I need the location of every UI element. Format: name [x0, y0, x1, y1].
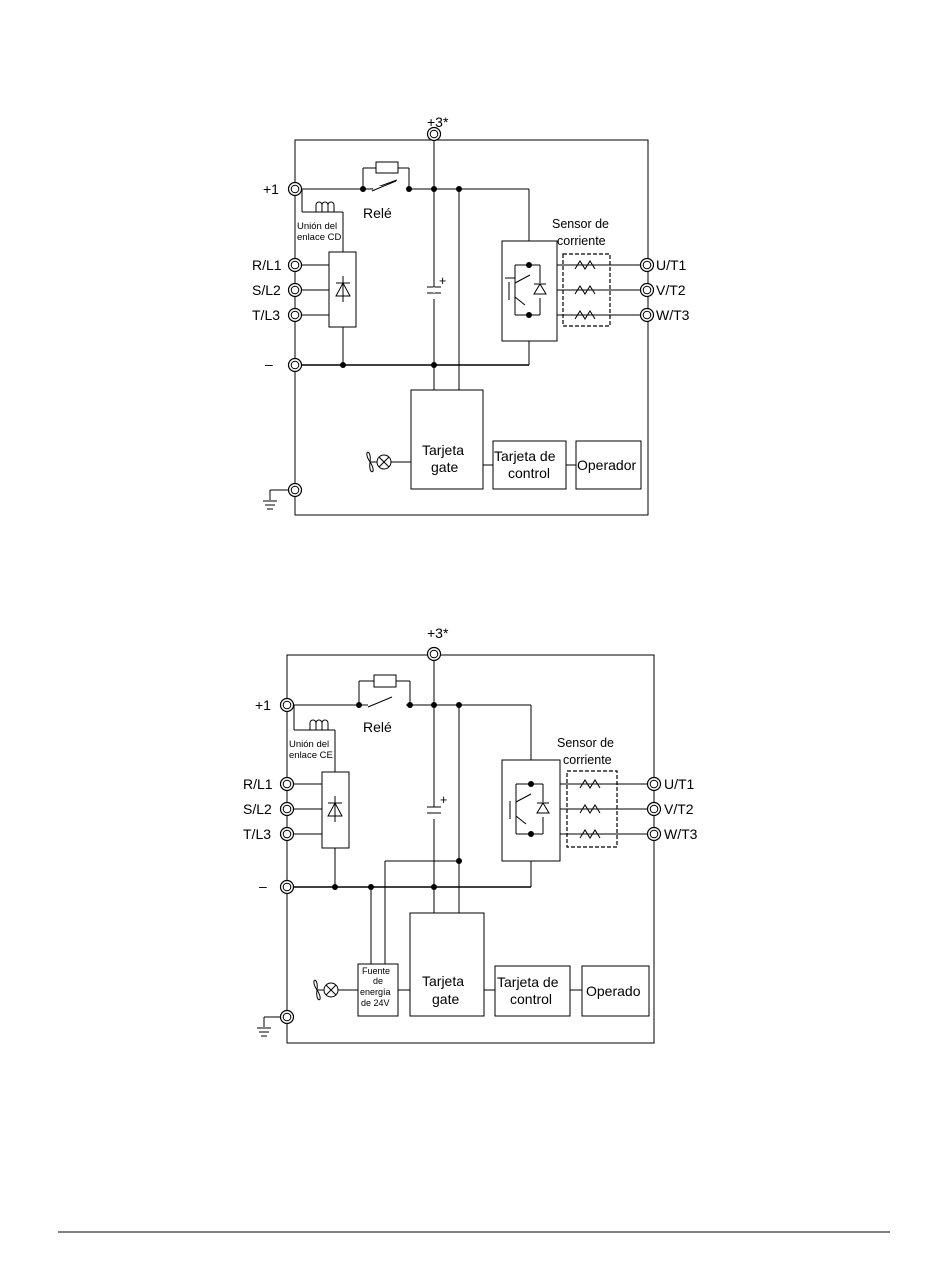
power-supply-label-3: energía: [360, 987, 391, 997]
rectifier: [329, 252, 356, 327]
terminal-plus3-label: +3*: [427, 114, 449, 130]
terminal-minus-label-2: –: [259, 878, 267, 894]
dc-link-label-2a: Unión del: [289, 739, 329, 750]
output-label-1: U/T1: [656, 257, 687, 273]
power-supply-label-1: Fuente: [362, 966, 390, 976]
output-label-2-3: W/T3: [664, 826, 698, 842]
diagram-2: +3*: [243, 625, 698, 1043]
output-label-2: V/T2: [656, 282, 686, 298]
gate-card-label-2: gate: [431, 459, 458, 475]
terminal-plus1-label-2: +1: [255, 697, 271, 713]
current-sensor-label-2: corriente: [557, 234, 606, 248]
capacitor-polarity-2: +: [440, 793, 447, 807]
relay-2: [359, 675, 410, 708]
terminal-input-2-1: [281, 778, 294, 791]
input-label-2: S/L2: [252, 282, 281, 298]
terminal-output-2-2: [648, 803, 661, 816]
dc-link-label-2: enlace CD: [297, 232, 341, 243]
gate-card-label-1: Tarjeta: [422, 442, 464, 458]
capacitor-2: [427, 807, 441, 813]
power-supply-label-4: de 24V: [361, 998, 390, 1008]
dc-link-label-1: Unión del: [297, 221, 337, 232]
fan-icon-2: [314, 980, 338, 1000]
terminal-input-2-3: [281, 828, 294, 841]
current-sensor-label-2b: corriente: [563, 753, 612, 767]
terminal-input-1: [289, 259, 302, 272]
dc-link-choke: [316, 202, 334, 212]
gate-card-label-2-1: Tarjeta: [422, 973, 464, 989]
terminal-input-2: [289, 284, 302, 297]
terminal-minus: [289, 359, 302, 372]
control-card-label-2-1: Tarjeta de: [497, 974, 559, 990]
dc-link-choke-2: [310, 720, 328, 730]
terminal-minus-2: [281, 881, 294, 894]
terminal-plus1: [289, 183, 302, 196]
fan-icon: [367, 452, 391, 472]
output-label-2-2: V/T2: [664, 801, 694, 817]
operator-label: Operador: [577, 457, 636, 473]
capacitor-polarity: +: [439, 274, 446, 288]
terminal-output-1: [641, 259, 654, 272]
gate-card-label-2-2: gate: [432, 991, 459, 1007]
terminal-output-2-1: [648, 778, 661, 791]
terminal-input-3: [289, 309, 302, 322]
control-card-label-2: control: [508, 465, 550, 481]
input-label-2-3: T/L3: [243, 826, 271, 842]
terminal-ground: [289, 484, 302, 497]
terminal-input-2-2: [281, 803, 294, 816]
power-supply-label-2: de: [373, 976, 383, 986]
current-sensor-label-2a: Sensor de: [557, 736, 614, 750]
relay: [363, 162, 409, 192]
input-label-1: R/L1: [252, 257, 282, 273]
terminal-plus3-2: [428, 648, 441, 661]
rectifier-2: [322, 772, 349, 848]
diagram-1: +3*: [252, 114, 690, 515]
relay-label-2: Relé: [363, 719, 392, 735]
operator-label-2: Operado: [586, 983, 641, 999]
control-card-label-1: Tarjeta de: [494, 448, 556, 464]
relay-label: Relé: [363, 205, 392, 221]
input-label-2-2: S/L2: [243, 801, 272, 817]
output-label-3: W/T3: [656, 307, 690, 323]
input-label-2-1: R/L1: [243, 776, 273, 792]
igbt-inverter-2: [502, 760, 560, 861]
terminal-output-2: [641, 284, 654, 297]
terminal-output-3: [641, 309, 654, 322]
terminal-minus-label: –: [265, 356, 273, 372]
current-sensor-label-1: Sensor de: [552, 217, 609, 231]
output-label-2-1: U/T1: [664, 776, 695, 792]
relay-resistor: [376, 162, 398, 173]
terminal-ground-2: [281, 1011, 294, 1024]
terminal-output-2-3: [648, 828, 661, 841]
control-card-label-2-2: control: [510, 991, 552, 1007]
terminal-plus1-2: [281, 699, 294, 712]
terminal-plus1-label: +1: [263, 181, 279, 197]
dc-link-label-2b: enlace CE: [289, 750, 333, 761]
igbt-inverter: [502, 241, 557, 341]
input-label-3: T/L3: [252, 307, 280, 323]
terminal-plus3-label-2: +3*: [427, 625, 449, 641]
